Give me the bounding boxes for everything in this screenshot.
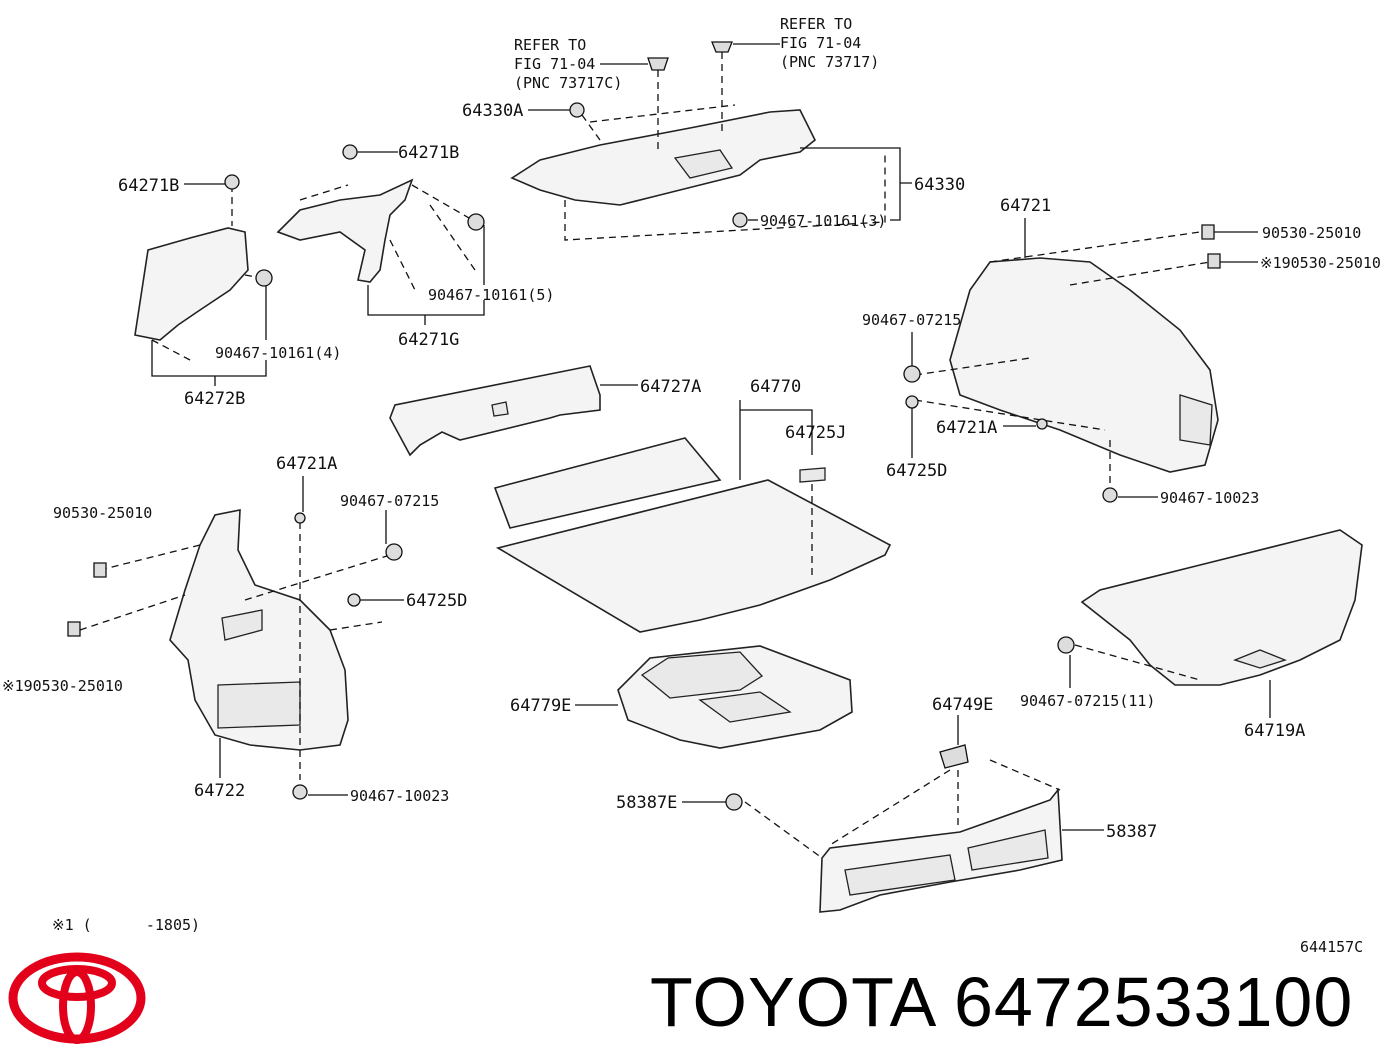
refer-right-line2: FIG 71-04: [780, 34, 861, 52]
diagram-code: 644157C: [1300, 938, 1364, 956]
refer-left-line2: FIG 71-04: [514, 55, 595, 73]
label-90467-07215-r: 90467-07215: [862, 311, 961, 329]
clip-90467-07215-right: [903, 365, 921, 383]
scuff-plate-58387: [744, 759, 1063, 913]
label-64330A: 64330A: [462, 101, 523, 121]
toyota-logo-icon: [8, 952, 146, 1044]
label-64727A: 64727A: [640, 377, 701, 397]
clip-top-left: [647, 57, 669, 71]
spare-box-64779E: [617, 645, 853, 749]
clip-90530-right-2: [1207, 253, 1221, 269]
label-90467-10161-5: 90467-10161(5): [428, 286, 554, 304]
clip-90530-right-1: [1201, 224, 1215, 240]
clip-64271B-b: [342, 144, 358, 160]
clip-90467-10161-3: [732, 212, 748, 228]
clip-64721A-right: [1036, 418, 1048, 430]
footnote: ※1 ( -1805): [52, 916, 201, 934]
quarter-trim-64272B: [134, 185, 263, 361]
label-64725D-r: 64725D: [886, 461, 947, 481]
clip-58387E: [725, 793, 743, 811]
label-90530-25010-l1: 90530-25010: [53, 504, 152, 522]
label-58387: 58387: [1106, 822, 1157, 842]
clip-90467-07215-11: [1057, 636, 1075, 654]
clip-90530-left-2: [67, 621, 81, 637]
label-64272B: 64272B: [184, 389, 245, 409]
label-64749E: 64749E: [932, 695, 993, 715]
label-90530-25010-r1: 90530-25010: [1262, 224, 1361, 242]
clip-top-right: [711, 41, 733, 53]
brand-title: TOYOTA 6472533100: [650, 962, 1390, 1041]
refer-left-line1: REFER TO: [514, 36, 586, 54]
package-tray-64330: [510, 52, 886, 241]
clip-90467-10023-left: [292, 784, 308, 800]
label-64725J: 64725J: [785, 423, 846, 443]
clip-90467-10161-5: [467, 213, 485, 231]
label-64779E: 64779E: [510, 696, 571, 716]
clip-64330A: [569, 102, 585, 118]
label-90467-10161-3: 90467-10161(3): [760, 212, 886, 230]
label-90467-07215-l: 90467-07215: [340, 492, 439, 510]
label-64722: 64722: [194, 781, 245, 801]
label-64721A-r: 64721A: [936, 418, 997, 438]
clip-64749E: [939, 744, 969, 769]
label-64721: 64721: [1000, 196, 1051, 216]
label-90530-25010-r2: ※190530-25010: [1260, 254, 1381, 272]
clip-90530-left-1: [93, 562, 107, 578]
label-64271B-a: 64271B: [118, 176, 179, 196]
label-90467-07215-11: 90467-07215(11): [1020, 692, 1155, 710]
label-90467-10023-r: 90467-10023: [1160, 489, 1259, 507]
clip-64725D-right: [905, 395, 919, 409]
clip-90467-07215-left: [385, 543, 403, 561]
label-64725D-l: 64725D: [406, 591, 467, 611]
front-panel-64727A: [389, 365, 601, 457]
refer-left-line3: (PNC 73717C): [514, 74, 622, 92]
clip-64271B-a: [224, 174, 240, 190]
side-trim-64722: [79, 509, 391, 780]
clip-64721A-left: [294, 512, 306, 524]
label-64330: 64330: [914, 175, 965, 195]
label-58387E: 58387E: [616, 793, 677, 813]
clip-64725D-left: [347, 593, 361, 607]
label-64721A-l: 64721A: [276, 454, 337, 474]
refer-right-line3: (PNC 73717): [780, 53, 879, 71]
leader-lines: [151, 43, 1271, 831]
brand-name: TOYOTA: [650, 963, 934, 1041]
bracket-64271G: [276, 178, 477, 291]
label-90467-10161-4: 90467-10161(4): [215, 344, 341, 362]
label-90530-25010-l2: ※190530-25010: [2, 677, 123, 695]
label-64770: 64770: [750, 377, 801, 397]
floor-mat-64770: [493, 437, 892, 633]
clip-90467-10023-right: [1102, 487, 1118, 503]
label-90467-10023-l: 90467-10023: [350, 787, 449, 805]
clip-90467-10161-4: [255, 269, 273, 287]
label-64271B-b: 64271B: [398, 143, 459, 163]
label-64719A: 64719A: [1244, 721, 1305, 741]
refer-right-line1: REFER TO: [780, 15, 852, 33]
callout-labels: REFER TO FIG 71-04 (PNC 73717C) REFER TO…: [2, 15, 1381, 842]
part-number: 6472533100: [953, 963, 1354, 1041]
label-64271G: 64271G: [398, 330, 459, 350]
lid-trim-64719A: [1074, 529, 1363, 686]
side-trim-64721: [914, 231, 1219, 488]
